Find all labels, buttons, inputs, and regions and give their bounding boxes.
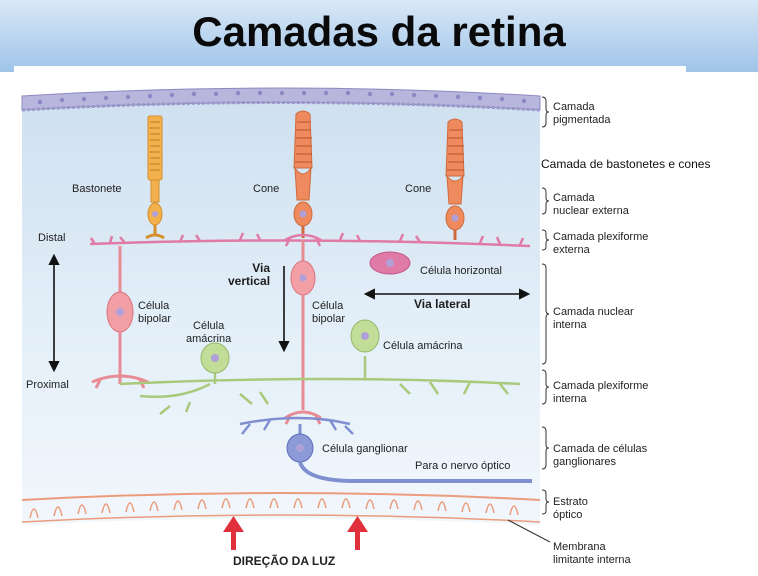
horizontal-cell bbox=[369, 251, 411, 275]
bipolar-label-2: Célula bipolar bbox=[312, 300, 346, 325]
bipolar-cell-1 bbox=[91, 246, 149, 389]
outer-plexiform-dendrites bbox=[89, 232, 531, 248]
bipolar-cell-2 bbox=[284, 240, 322, 425]
inner-plexiform-dendrites bbox=[119, 356, 521, 415]
bracket-estrato-optico bbox=[541, 489, 550, 515]
amacrine-label-1: Célula amácrina bbox=[186, 320, 232, 345]
layer-label-bastonetes-cones: Camada de bastonetes e cones bbox=[541, 157, 711, 171]
bracket-plexiforme-externa bbox=[541, 229, 550, 251]
light-arrow-left bbox=[223, 516, 244, 550]
cone-cell-2 bbox=[445, 118, 465, 240]
bracket-plexiforme-interna bbox=[541, 369, 550, 405]
cone-label-1: Cone bbox=[253, 183, 280, 195]
amacrine-cell-2 bbox=[350, 319, 380, 353]
proximal-label: Proximal bbox=[26, 379, 69, 391]
bracket-celulas-ganglionares bbox=[541, 426, 550, 470]
distal-label: Distal bbox=[38, 232, 66, 244]
layer-label-plexiforme-externa: Camada plexiforme externa bbox=[553, 231, 649, 256]
amacrine-cell-1 bbox=[200, 342, 230, 374]
ganglion-cell bbox=[239, 416, 532, 483]
rod-label: Bastonete bbox=[72, 183, 122, 195]
layer-label-estrato-optico: Estrato óptico bbox=[553, 496, 588, 521]
vertical-pathway-label: Via vertical bbox=[228, 261, 271, 288]
header-band bbox=[0, 0, 758, 72]
bracket-nuclear-interna bbox=[541, 263, 550, 365]
ganglion-label: Célula ganglionar bbox=[322, 443, 408, 455]
pigment-epithelium bbox=[21, 87, 541, 112]
inner-limiting-membrane bbox=[21, 492, 541, 523]
layer-label-plexiforme-interna: Camada plexiforme interna bbox=[553, 380, 649, 405]
layer-brackets bbox=[507, 96, 551, 543]
layer-label-nuclear-interna: Camada nuclear interna bbox=[553, 306, 634, 331]
lateral-pathway-label: Via lateral bbox=[414, 297, 471, 311]
light-arrow-right bbox=[347, 516, 368, 550]
layer-label-celulas-ganglionares: Camada de células ganglionares bbox=[553, 443, 648, 468]
cone-label-2: Cone bbox=[405, 183, 432, 195]
layer-label-nuclear-externa: Camada nuclear externa bbox=[553, 192, 629, 217]
bracket-nuclear-externa bbox=[541, 187, 550, 215]
layer-label-pigmentada: Camada pigmentada bbox=[553, 101, 611, 126]
pointer-membrana bbox=[507, 519, 551, 543]
horizontal-cell-label: Célula horizontal bbox=[420, 265, 502, 277]
amacrine-label-2: Célula amácrina bbox=[383, 340, 463, 352]
bracket-pigmentada bbox=[541, 96, 550, 128]
cone-cell-1 bbox=[293, 110, 313, 238]
bipolar-label-1: Célula bipolar bbox=[138, 300, 172, 325]
rod-cell bbox=[145, 115, 165, 240]
light-direction-label: DIREÇÃO DA LUZ bbox=[233, 554, 336, 568]
page-title: Camadas da retina bbox=[192, 8, 566, 55]
optic-nerve-label: Para o nervo óptico bbox=[415, 460, 511, 472]
layer-label-membrana-limitante: Membrana limitante interna bbox=[553, 541, 631, 566]
